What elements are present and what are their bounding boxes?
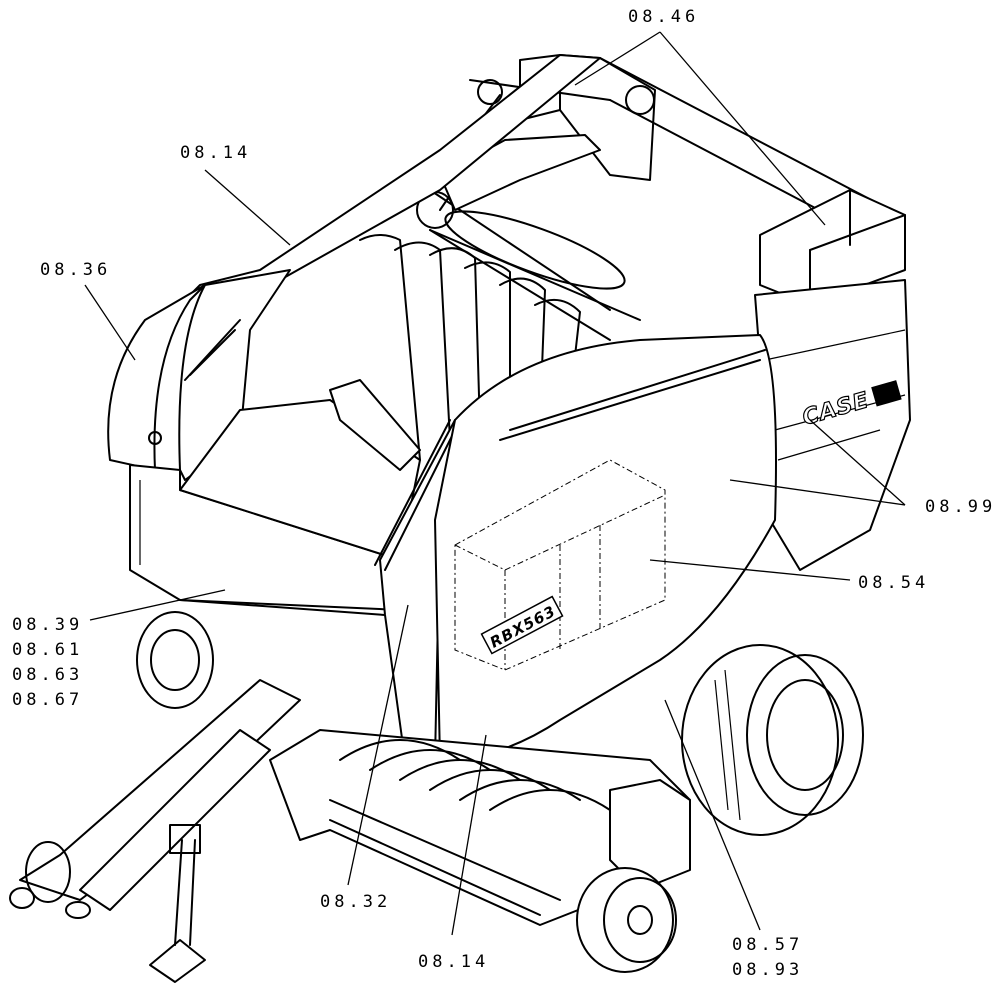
right-rear-box: [759, 189, 906, 306]
callout-0839: 08.39: [12, 615, 83, 635]
callout-0814-top: 08.14: [180, 143, 251, 163]
callout-0854: 08.54: [858, 573, 929, 593]
callout-0893: 08.93: [732, 960, 803, 980]
gauge-wheel: [576, 867, 677, 973]
drawbar: [9, 679, 301, 983]
large-side-panel: [434, 334, 777, 761]
callout-0832: 08.32: [320, 892, 391, 912]
callout-0863: 08.63: [12, 665, 83, 685]
leader-lines: [84, 31, 906, 936]
callout-0899: 08.99: [925, 497, 996, 517]
callout-0861: 08.61: [12, 640, 83, 660]
right-wheel: [681, 644, 864, 836]
callout-0846: 08.46: [628, 7, 699, 27]
left-wheel: [136, 611, 214, 709]
callout-0836: 08.36: [40, 260, 111, 280]
callout-0867: 08.67: [12, 690, 83, 710]
hidden-boxes: [454, 459, 666, 671]
callout-labels: 08.46 08.14 08.36 08.99 08.54 08.39 08.6…: [12, 7, 996, 980]
right-side-panel: [754, 279, 911, 571]
front-left-wall: [129, 399, 421, 616]
callout-0814-bottom: 08.14: [418, 952, 489, 972]
callout-0857: 08.57: [732, 935, 803, 955]
pickup: [269, 729, 691, 926]
belts: [329, 210, 641, 471]
